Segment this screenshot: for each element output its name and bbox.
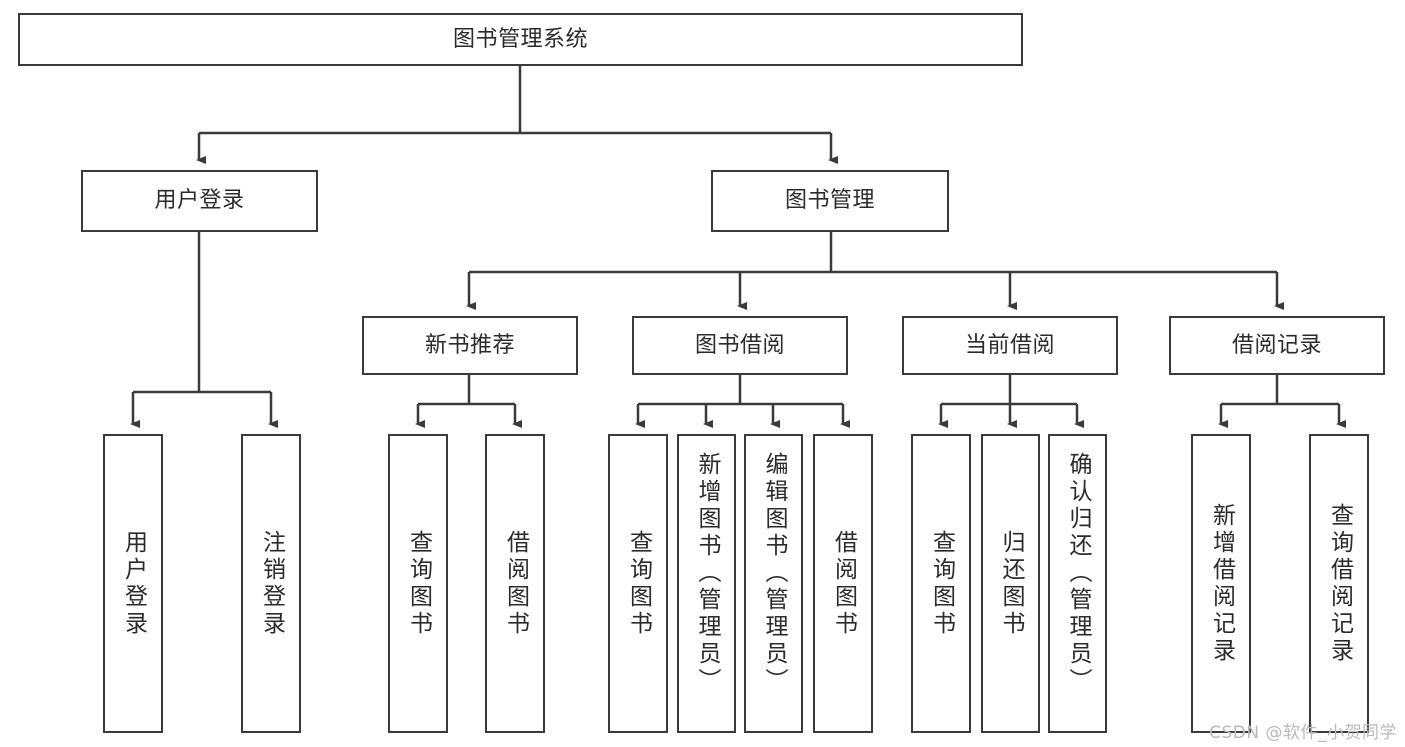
node-label: 当前借阅 (964, 332, 1055, 358)
node-root-system[interactable]: 图书管理系统 (18, 13, 1023, 66)
node-new-book-recommend[interactable]: 新书推荐 (362, 316, 578, 375)
node-label: 查询借阅记录 (1326, 502, 1353, 665)
node-label: 编辑图书（管理员） (761, 452, 787, 695)
leaf-add-book[interactable]: 新增图书（管理员） (677, 434, 736, 733)
node-label: 借阅图书 (502, 529, 529, 638)
node-current-borrow[interactable]: 当前借阅 (902, 316, 1118, 375)
leaf-borrow-book[interactable]: 借阅图书 (813, 434, 873, 733)
node-book-borrow[interactable]: 图书借阅 (632, 316, 848, 375)
leaf-query-book-recommend[interactable]: 查询图书 (388, 434, 448, 733)
leaf-add-borrow-record[interactable]: 新增借阅记录 (1191, 434, 1251, 733)
node-label: 查询图书 (405, 529, 432, 638)
leaf-edit-book[interactable]: 编辑图书（管理员） (744, 434, 803, 733)
node-label: 新增借阅记录 (1208, 502, 1235, 665)
leaf-query-book-borrow[interactable]: 查询图书 (608, 434, 668, 733)
node-label: 图书管理系统 (452, 26, 588, 52)
node-label: 图书管理 (784, 188, 875, 214)
node-label: 借阅记录 (1231, 332, 1322, 358)
leaf-return-book[interactable]: 归还图书 (981, 434, 1040, 733)
node-label: 新书推荐 (424, 332, 515, 358)
node-label: 确认归还（管理员） (1065, 452, 1091, 695)
node-label: 归还图书 (998, 529, 1024, 638)
node-label: 注销登录 (258, 529, 285, 638)
node-borrow-record[interactable]: 借阅记录 (1169, 316, 1385, 375)
leaf-user-logout[interactable]: 注销登录 (241, 434, 301, 733)
leaf-query-borrow-record[interactable]: 查询借阅记录 (1309, 434, 1369, 733)
leaf-query-book-current[interactable]: 查询图书 (911, 434, 971, 733)
leaf-user-login[interactable]: 用户登录 (103, 434, 163, 733)
node-label: 查询图书 (625, 529, 652, 638)
csdn-watermark: CSDN @软件_小贺同学 (1209, 723, 1397, 743)
node-label: 查询图书 (928, 529, 955, 638)
node-user-login[interactable]: 用户登录 (81, 170, 318, 232)
node-label: 用户登录 (154, 188, 245, 214)
node-label: 借阅图书 (830, 529, 857, 638)
node-label: 用户登录 (120, 529, 147, 638)
node-book-manage[interactable]: 图书管理 (711, 170, 949, 232)
leaf-confirm-return[interactable]: 确认归还（管理员） (1048, 434, 1107, 733)
node-label: 新增图书（管理员） (694, 452, 720, 695)
leaf-borrow-book-recommend[interactable]: 借阅图书 (485, 434, 545, 733)
node-label: 图书借阅 (694, 332, 785, 358)
